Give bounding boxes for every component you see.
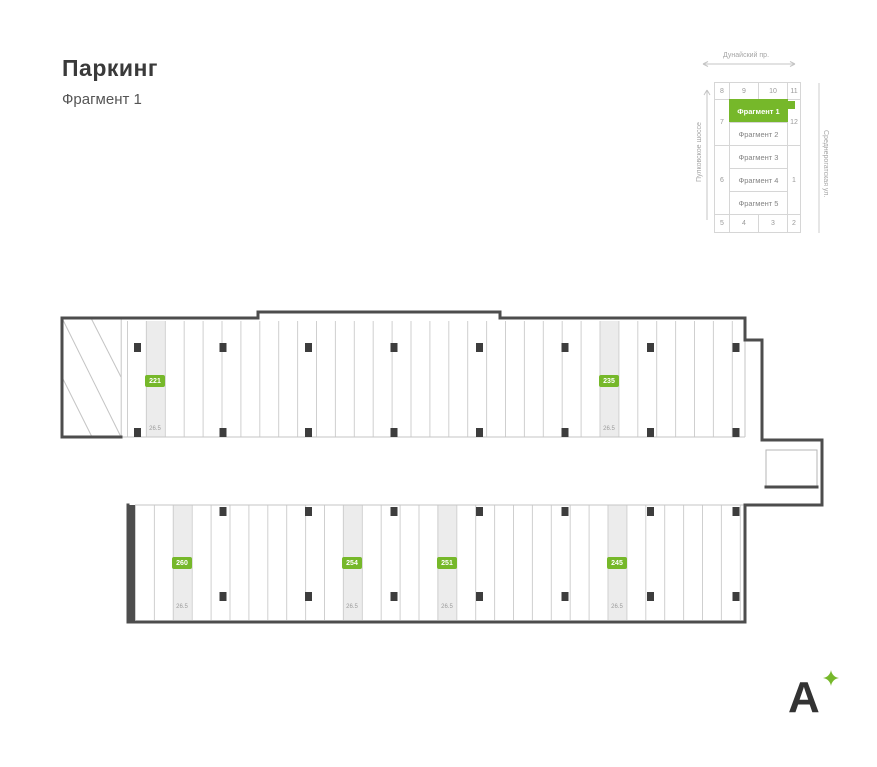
- spot-area: 26.5: [346, 604, 358, 610]
- page-subtitle: Фрагмент 1: [62, 91, 142, 108]
- stall-lines-top: [121, 321, 745, 437]
- outer-wall-top-band: [60, 310, 764, 442]
- ramp-hatch: [61, 317, 122, 438]
- spot-badge[interactable]: 221: [145, 375, 165, 387]
- active-fragment-marker: [787, 101, 795, 109]
- street-label-top: Дунайский пр.: [723, 52, 770, 59]
- minimap-section-2: 2: [787, 214, 801, 233]
- minimap-fragment-5[interactable]: Фрагмент 5: [729, 191, 788, 215]
- left-thick-wall: [128, 505, 135, 622]
- spot-badge[interactable]: 260: [172, 557, 192, 569]
- street-arrow-top-icon: [702, 61, 796, 67]
- logo-letter: А: [788, 673, 820, 722]
- minimap-navigator: Дунайский пр. Пулковское шоссе Среднерог…: [693, 50, 845, 245]
- spot-badge[interactable]: 245: [607, 557, 627, 569]
- pillars: [126, 343, 744, 601]
- street-label-right: Среднерогатская ул.: [822, 130, 829, 198]
- outer-wall-right-bay: [743, 438, 824, 507]
- spot-badge[interactable]: 254: [342, 557, 362, 569]
- spot-badge[interactable]: 251: [437, 557, 457, 569]
- page-title: Паркинг: [62, 55, 158, 81]
- street-line-right: [818, 83, 820, 233]
- spot-badge[interactable]: 235: [599, 375, 619, 387]
- sparkle-icon: [823, 670, 839, 686]
- spot-area: 26.5: [149, 426, 161, 432]
- brand-logo: А: [785, 668, 847, 728]
- spot-area: 26.5: [176, 604, 188, 610]
- spot-area: 26.5: [603, 426, 615, 432]
- minimap-grid: 8 9 10 11 7 6 12 1 5 4 3 2 Фрагмент 1 Фр…: [714, 82, 801, 233]
- spot-area: 26.5: [611, 604, 623, 610]
- minimap-fragment-4[interactable]: Фрагмент 4: [729, 168, 788, 192]
- entrance-structure: [764, 449, 819, 489]
- street-arrow-left-icon: [703, 89, 711, 220]
- spot-area: 26.5: [441, 604, 453, 610]
